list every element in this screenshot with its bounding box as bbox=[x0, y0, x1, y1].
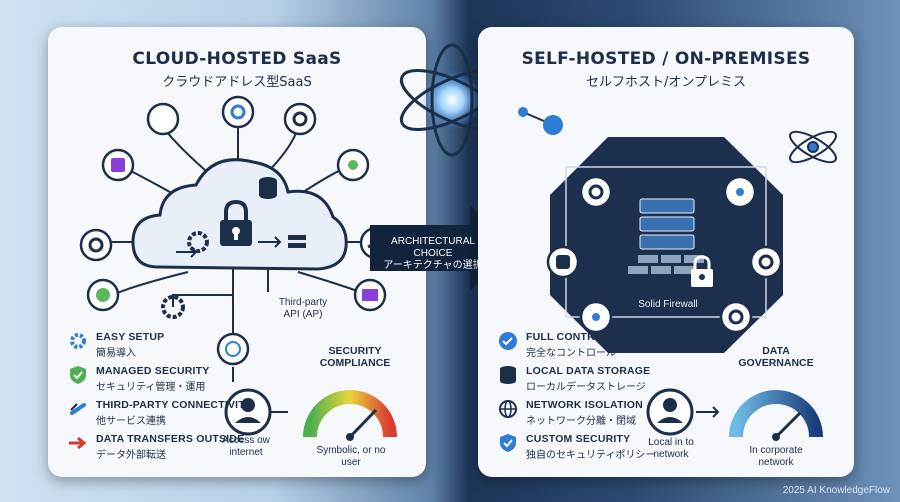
governance-gauge-caption: In corporate network bbox=[749, 445, 803, 468]
atom-icon-small bbox=[789, 130, 837, 164]
cloud-shape bbox=[131, 158, 348, 271]
server-icon bbox=[288, 235, 306, 248]
brick-wall-icon bbox=[628, 255, 704, 274]
node-gear bbox=[221, 95, 255, 129]
cloud-saas-panel: CLOUD-HOSTED SaaS クラウドアドレス型SaaS bbox=[48, 27, 426, 477]
cloud-saas-subtitle: クラウドアドレス型SaaS bbox=[162, 75, 312, 90]
gear-icon bbox=[70, 333, 86, 349]
on-premises-diagram bbox=[518, 107, 837, 441]
security-compliance-title: SECURITY COMPLIANCE bbox=[319, 345, 391, 369]
padlock-icon bbox=[220, 199, 252, 246]
database-icon bbox=[500, 366, 516, 384]
footer-credit: 2025 AI KnowledgeFlow bbox=[782, 485, 890, 496]
node-gear bbox=[579, 175, 613, 209]
security-gauge-caption: Symbolic, or no user bbox=[316, 445, 386, 468]
globe-icon bbox=[499, 400, 517, 418]
node-hierarchy bbox=[146, 102, 180, 136]
molecule-icon bbox=[518, 107, 563, 135]
security-gauge bbox=[303, 390, 397, 441]
node-gear-3 bbox=[719, 300, 753, 334]
check-circle-icon bbox=[499, 332, 517, 350]
gear-icon bbox=[187, 231, 209, 253]
user-icon bbox=[646, 388, 694, 436]
internal-nodes bbox=[546, 175, 783, 334]
node-settings bbox=[283, 102, 317, 136]
shield-check-icon bbox=[500, 434, 516, 452]
self-hosted-subtitle: セルフホスト/オンプレミス bbox=[586, 75, 746, 90]
atom-icon bbox=[399, 43, 505, 157]
server-icon bbox=[639, 198, 695, 250]
node-gear-2 bbox=[79, 228, 113, 262]
database-icon bbox=[259, 177, 277, 199]
governance-gauge bbox=[729, 390, 823, 441]
integration-nodes bbox=[79, 95, 393, 436]
api-label: Third-party API (AP) bbox=[278, 297, 328, 320]
local-network-label: Local in to network bbox=[648, 437, 694, 460]
shield-check-icon bbox=[70, 366, 86, 384]
self-hosted-panel: SELF-HOSTED / ON-PREMISES セルフホスト/オンプレミス bbox=[478, 27, 854, 477]
self-hosted-title: SELF-HOSTED / ON-PREMISES bbox=[521, 49, 811, 69]
globe-icon bbox=[216, 332, 250, 366]
node-gear-2 bbox=[749, 245, 783, 279]
access-label: Access ow internet bbox=[222, 435, 270, 458]
link-icon bbox=[70, 403, 86, 415]
architectural-choice-label: ARCHITECTURAL CHOICE アーキテクチャの選択 bbox=[383, 236, 483, 271]
cloud-architecture-diagram bbox=[79, 95, 397, 441]
data-governance-title: DATA GOVERNANCE bbox=[738, 345, 814, 369]
cloud-saas-title: CLOUD-HOSTED SaaS bbox=[132, 49, 342, 69]
arrow-right-icon bbox=[69, 436, 87, 450]
firewall-label: Solid Firewall bbox=[638, 299, 698, 310]
padlock-icon bbox=[691, 255, 713, 287]
node-gear-3 bbox=[161, 295, 185, 319]
